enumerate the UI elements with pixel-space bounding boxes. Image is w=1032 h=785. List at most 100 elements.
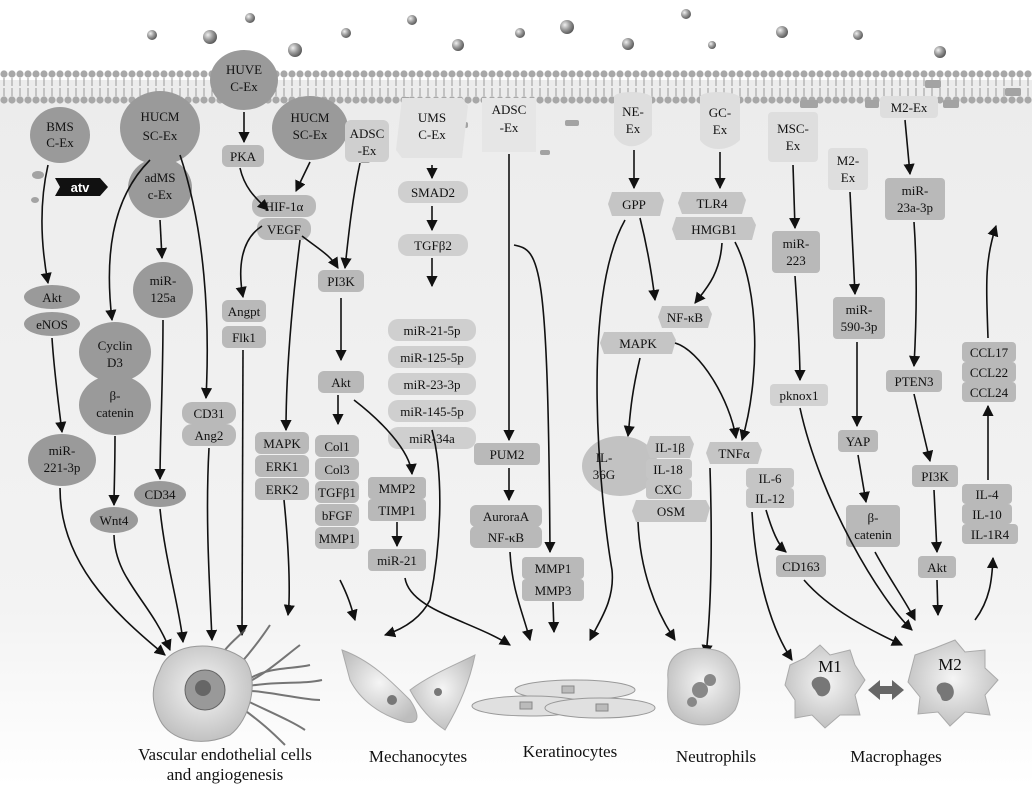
gc-label-1: GC- — [709, 105, 731, 120]
il1b-label: IL-1β — [655, 440, 685, 455]
il36-label-2: 36G — [593, 467, 615, 482]
msc-exosome — [768, 112, 818, 162]
mir590-label-2: 590-3p — [841, 319, 878, 334]
ne-label-1: NE- — [622, 104, 644, 119]
mir590-label-1: miR- — [846, 302, 873, 317]
hucmsc1-label-1: HUCM — [140, 109, 179, 124]
mir-label: miR-145-5p — [400, 404, 464, 419]
cyclin-label-1: Cyclin — [98, 338, 133, 353]
il4-label: IL-4 — [975, 487, 999, 502]
cd34-label: CD34 — [144, 487, 176, 502]
adsc2-label-2: -Ex — [500, 120, 519, 135]
mir-label: miR-125-5p — [400, 350, 464, 365]
mir125a-label-1: miR- — [150, 273, 177, 288]
flk1-label: Flk1 — [232, 330, 256, 345]
tnfa-label: TNFα — [718, 446, 750, 461]
tgfb2-label: TGFβ2 — [414, 238, 452, 253]
pum2-label: PUM2 — [490, 447, 525, 462]
wnt4-label: Wnt4 — [100, 513, 129, 528]
catenin2-label-1: β- — [868, 510, 879, 525]
ne-label-2: Ex — [626, 121, 641, 136]
umsc-label-2: C-Ex — [418, 127, 446, 142]
catenin-label-1: β- — [110, 388, 121, 403]
pknox1-label: pknox1 — [780, 388, 819, 403]
tgfb1-label: TGFβ1 — [318, 485, 356, 500]
pka-label: PKA — [230, 149, 257, 164]
il12-label: IL-12 — [755, 491, 785, 506]
yap-label: YAP — [846, 434, 871, 449]
pten3-label: PTEN3 — [895, 374, 934, 389]
nfkb1-label: NF-κB — [488, 530, 524, 545]
msc-label-2: Ex — [786, 138, 801, 153]
hucmsc1-label-2: SC-Ex — [143, 128, 178, 143]
m1-label: M1 — [818, 657, 842, 676]
neutrophil-cell — [668, 648, 740, 725]
mir223-label-2: 223 — [786, 253, 806, 268]
mmp3-label: MMP3 — [535, 583, 572, 598]
il18-label: IL-18 — [653, 462, 683, 477]
hmgb1-label: HMGB1 — [691, 222, 737, 237]
m2b-label: M2-Ex — [891, 100, 928, 115]
pi3k1-label: PI3K — [327, 274, 355, 289]
mir21-label: miR-21 — [377, 553, 417, 568]
mir-label: miR-23-3p — [403, 377, 460, 392]
atv-label: atv — [71, 180, 91, 195]
admsc-label-1: adMS — [144, 170, 175, 185]
adsc2-label-1: ADSC — [492, 102, 527, 117]
mmp1a-label: MMP1 — [319, 531, 356, 546]
timp1-label: TIMP1 — [378, 503, 416, 518]
mmp2-label: MMP2 — [379, 481, 416, 496]
erk2-label: ERK2 — [266, 482, 299, 497]
endothelial-caption-2: and angiogenesis — [167, 765, 284, 784]
akt-label: Akt — [42, 290, 62, 305]
cxc-label: CXC — [655, 482, 682, 497]
hucmsc2-label-1: HUCM — [290, 110, 329, 125]
umsc-label-1: UMS — [418, 110, 446, 125]
mir223-label-1: miR- — [783, 236, 810, 251]
ne-exosome — [614, 92, 652, 146]
huvec-label-1: HUVE — [226, 62, 262, 77]
extracellular-exosomes — [147, 9, 946, 58]
huvec-label-2: C-Ex — [230, 79, 258, 94]
catenin-label-2: catenin — [96, 405, 134, 420]
mir125a-label-2: 125a — [150, 290, 176, 305]
mir23a-label-2: 23a-3p — [897, 200, 933, 215]
mir221-label-2: 221-3p — [44, 460, 81, 475]
col1-label: Col1 — [324, 439, 349, 454]
akt2-label: Akt — [331, 375, 351, 390]
adsc1-label-2: -Ex — [358, 143, 377, 158]
gc-label-2: Ex — [713, 122, 728, 137]
pi3k2-label: PI3K — [921, 469, 949, 484]
admsc-label-2: c-Ex — [148, 187, 173, 202]
catenin2-label-2: catenin — [854, 527, 892, 542]
il6-label: IL-6 — [758, 471, 782, 486]
ccl17-label: CCL17 — [970, 345, 1009, 360]
cyclin-label-2: D3 — [107, 355, 123, 370]
macrophages-caption: Macrophages — [850, 747, 942, 766]
msc-label-1: MSC- — [777, 121, 809, 136]
m2-label: M2 — [938, 655, 962, 674]
angpt-label: Angpt — [228, 304, 261, 319]
hif-label: HIF-1α — [265, 199, 304, 214]
il36-label-1: IL- — [596, 450, 613, 465]
endothelial-caption-1: Vascular endothelial cells — [138, 745, 312, 764]
m2-macrophage: M2 — [908, 640, 998, 726]
mmp1b-label: MMP1 — [535, 561, 572, 576]
aurora-label: AuroraA — [483, 509, 530, 524]
vegf-label: VEGF — [267, 222, 301, 237]
akt3-label: Akt — [927, 560, 947, 575]
enos-label: eNOS — [36, 317, 68, 332]
ccl22-label: CCL22 — [970, 365, 1008, 380]
m2a-label-2: Ex — [841, 170, 856, 185]
neutrophils-caption: Neutrophils — [676, 747, 756, 766]
m2a-label-1: M2- — [837, 153, 859, 168]
nfkb2-label: NF-κB — [667, 310, 703, 325]
mapk2-label: MAPK — [619, 336, 657, 351]
mapk1-label: MAPK — [263, 436, 301, 451]
adsc1-label-1: ADSC — [350, 126, 385, 141]
bmsc-exosome-label-2: C-Ex — [46, 135, 74, 150]
bfgf-label: bFGF — [322, 508, 352, 523]
gc-exosome — [700, 92, 740, 149]
